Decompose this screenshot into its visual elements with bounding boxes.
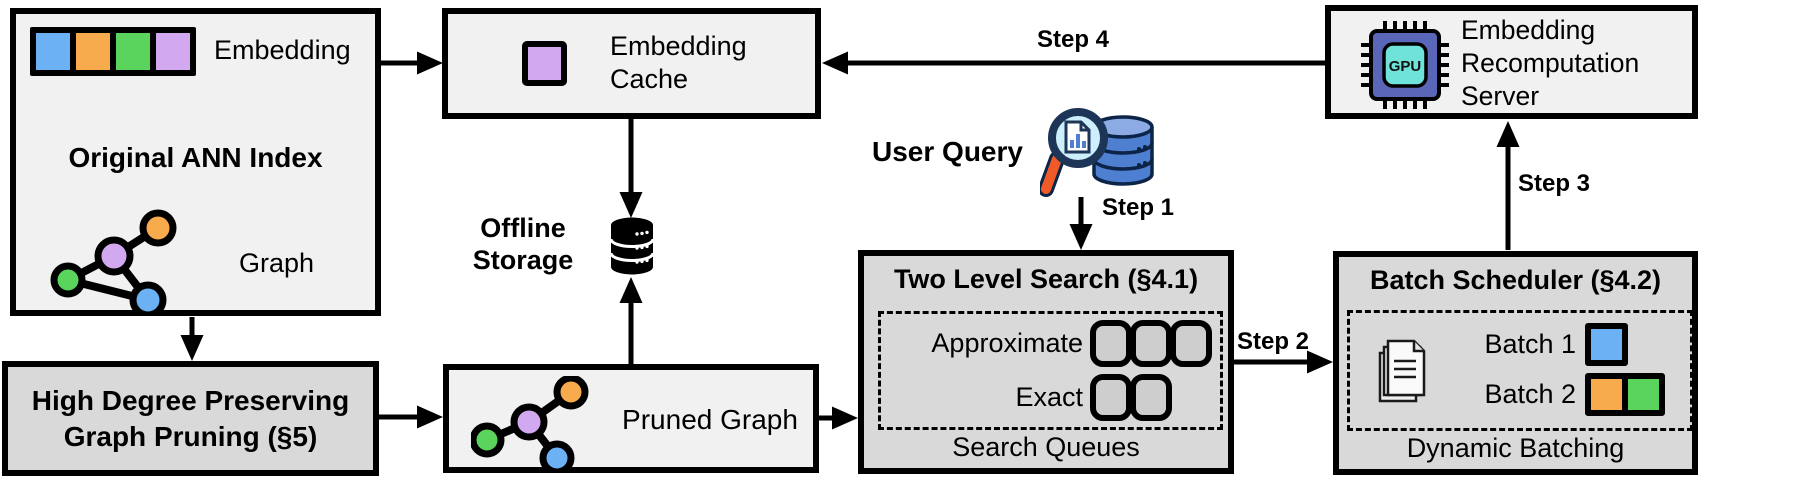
embedding-cell-green <box>116 33 150 70</box>
search-queues-panel: Approximate Exact <box>878 311 1223 430</box>
document-glyph <box>1064 120 1091 154</box>
queue-slot <box>1170 320 1212 368</box>
graph-node-green <box>471 422 505 458</box>
exact-queue-row: Exact <box>887 373 1214 421</box>
cached-embedding-square <box>522 41 567 86</box>
graph-node-green <box>50 262 86 298</box>
search-queues-label: Search Queues <box>952 432 1140 462</box>
queue-slot <box>1090 373 1132 421</box>
server-line1: Embedding <box>1461 15 1596 45</box>
embedding-cache-box: Embedding Cache <box>442 8 821 119</box>
offline-storage-label: Offline Storage <box>448 212 598 276</box>
graph-node-purple <box>510 403 548 441</box>
dynamic-batching-label: Dynamic Batching <box>1406 433 1625 463</box>
queue-slot <box>1090 320 1132 368</box>
original-index-title: Original ANN Index <box>68 142 323 173</box>
documents-icon <box>1378 339 1426 403</box>
gpu-chip-core <box>1382 42 1428 88</box>
batch1-square-blue <box>1585 323 1628 366</box>
queue-slot <box>1130 320 1172 368</box>
batch-scheduler-title: Batch Scheduler (§4.2) <box>1369 265 1662 295</box>
user-query-icon <box>1040 108 1154 197</box>
magnifier-rim <box>1048 108 1108 168</box>
pruned-graph-icon <box>471 376 589 471</box>
pruned-graph-label: Pruned Graph <box>622 404 798 435</box>
embedding-cell-blue <box>36 33 70 70</box>
recomputation-server-label: Embedding Recomputation Server <box>1461 14 1639 113</box>
step3-label: Step 3 <box>1518 170 1591 197</box>
recomputation-server-box: GPU Embedding Recomputation Server <box>1325 5 1698 119</box>
batch2-squares <box>1585 373 1665 416</box>
gpu-chip-icon: GPU <box>1361 21 1449 109</box>
graph-node-orange <box>553 376 589 410</box>
dynamic-batching-panel: Batch 1 Batch 2 <box>1347 310 1693 431</box>
two-level-search-box: Two Level Search (§4.1) Approximate Exac… <box>858 250 1234 474</box>
batch2-row: Batch 2 <box>1448 373 1665 416</box>
graph-label: Graph <box>238 248 315 278</box>
exact-queue-slots <box>1090 373 1172 421</box>
graph-node-purple <box>94 236 134 276</box>
batch2-square-green <box>1622 373 1665 416</box>
original-ann-index-box: Embedding Original ANN Index Graph <box>10 8 381 316</box>
embedding-label: Embedding <box>214 35 351 65</box>
batch1-row: Batch 1 <box>1448 323 1628 366</box>
queue-slot <box>1130 373 1172 421</box>
user-query-label: User Query <box>872 136 1023 167</box>
two-level-search-title: Two Level Search (§4.1) <box>893 264 1199 294</box>
batch1-label: Batch 1 <box>1484 329 1576 359</box>
gpu-text: GPU <box>1389 58 1422 75</box>
approximate-label: Approximate <box>931 328 1083 359</box>
pruned-graph-box: Pruned Graph <box>443 364 819 473</box>
database-icon <box>610 217 654 275</box>
embedding-cell-purple <box>156 33 190 70</box>
offline-storage-line1: Offline <box>480 213 566 243</box>
graph-pruning-line1: High Degree Preserving <box>31 384 350 416</box>
embedding-vector-strip <box>30 27 196 76</box>
batch-scheduler-box: Batch Scheduler (§4.2) Batch 1 <box>1333 251 1698 475</box>
approximate-queue-row: Approximate <box>887 320 1214 368</box>
graph-pruning-box: High Degree Preserving Graph Pruning (§5… <box>2 361 379 476</box>
server-line3: Server <box>1461 81 1540 111</box>
offline-storage-line2: Storage <box>472 245 574 275</box>
step2-label: Step 2 <box>1237 328 1310 355</box>
graph-node-blue <box>539 440 575 471</box>
embedding-cache-label: Embedding Cache <box>610 30 747 96</box>
embedding-cache-line2: Cache <box>610 64 689 94</box>
embedding-cache-line1: Embedding <box>610 31 747 61</box>
batch2-label: Batch 2 <box>1484 379 1576 409</box>
original-graph-icon <box>50 209 177 316</box>
graph-pruning-line2: Graph Pruning (§5) <box>63 420 318 452</box>
server-line2: Recomputation <box>1461 48 1640 78</box>
embedding-cell-orange <box>76 33 110 70</box>
graph-node-orange <box>139 209 177 247</box>
step1-label: Step 1 <box>1102 194 1175 221</box>
approximate-queue-slots <box>1090 320 1212 368</box>
exact-label: Exact <box>1015 381 1083 412</box>
graph-node-blue <box>129 281 167 316</box>
step4-label: Step 4 <box>1037 26 1110 53</box>
